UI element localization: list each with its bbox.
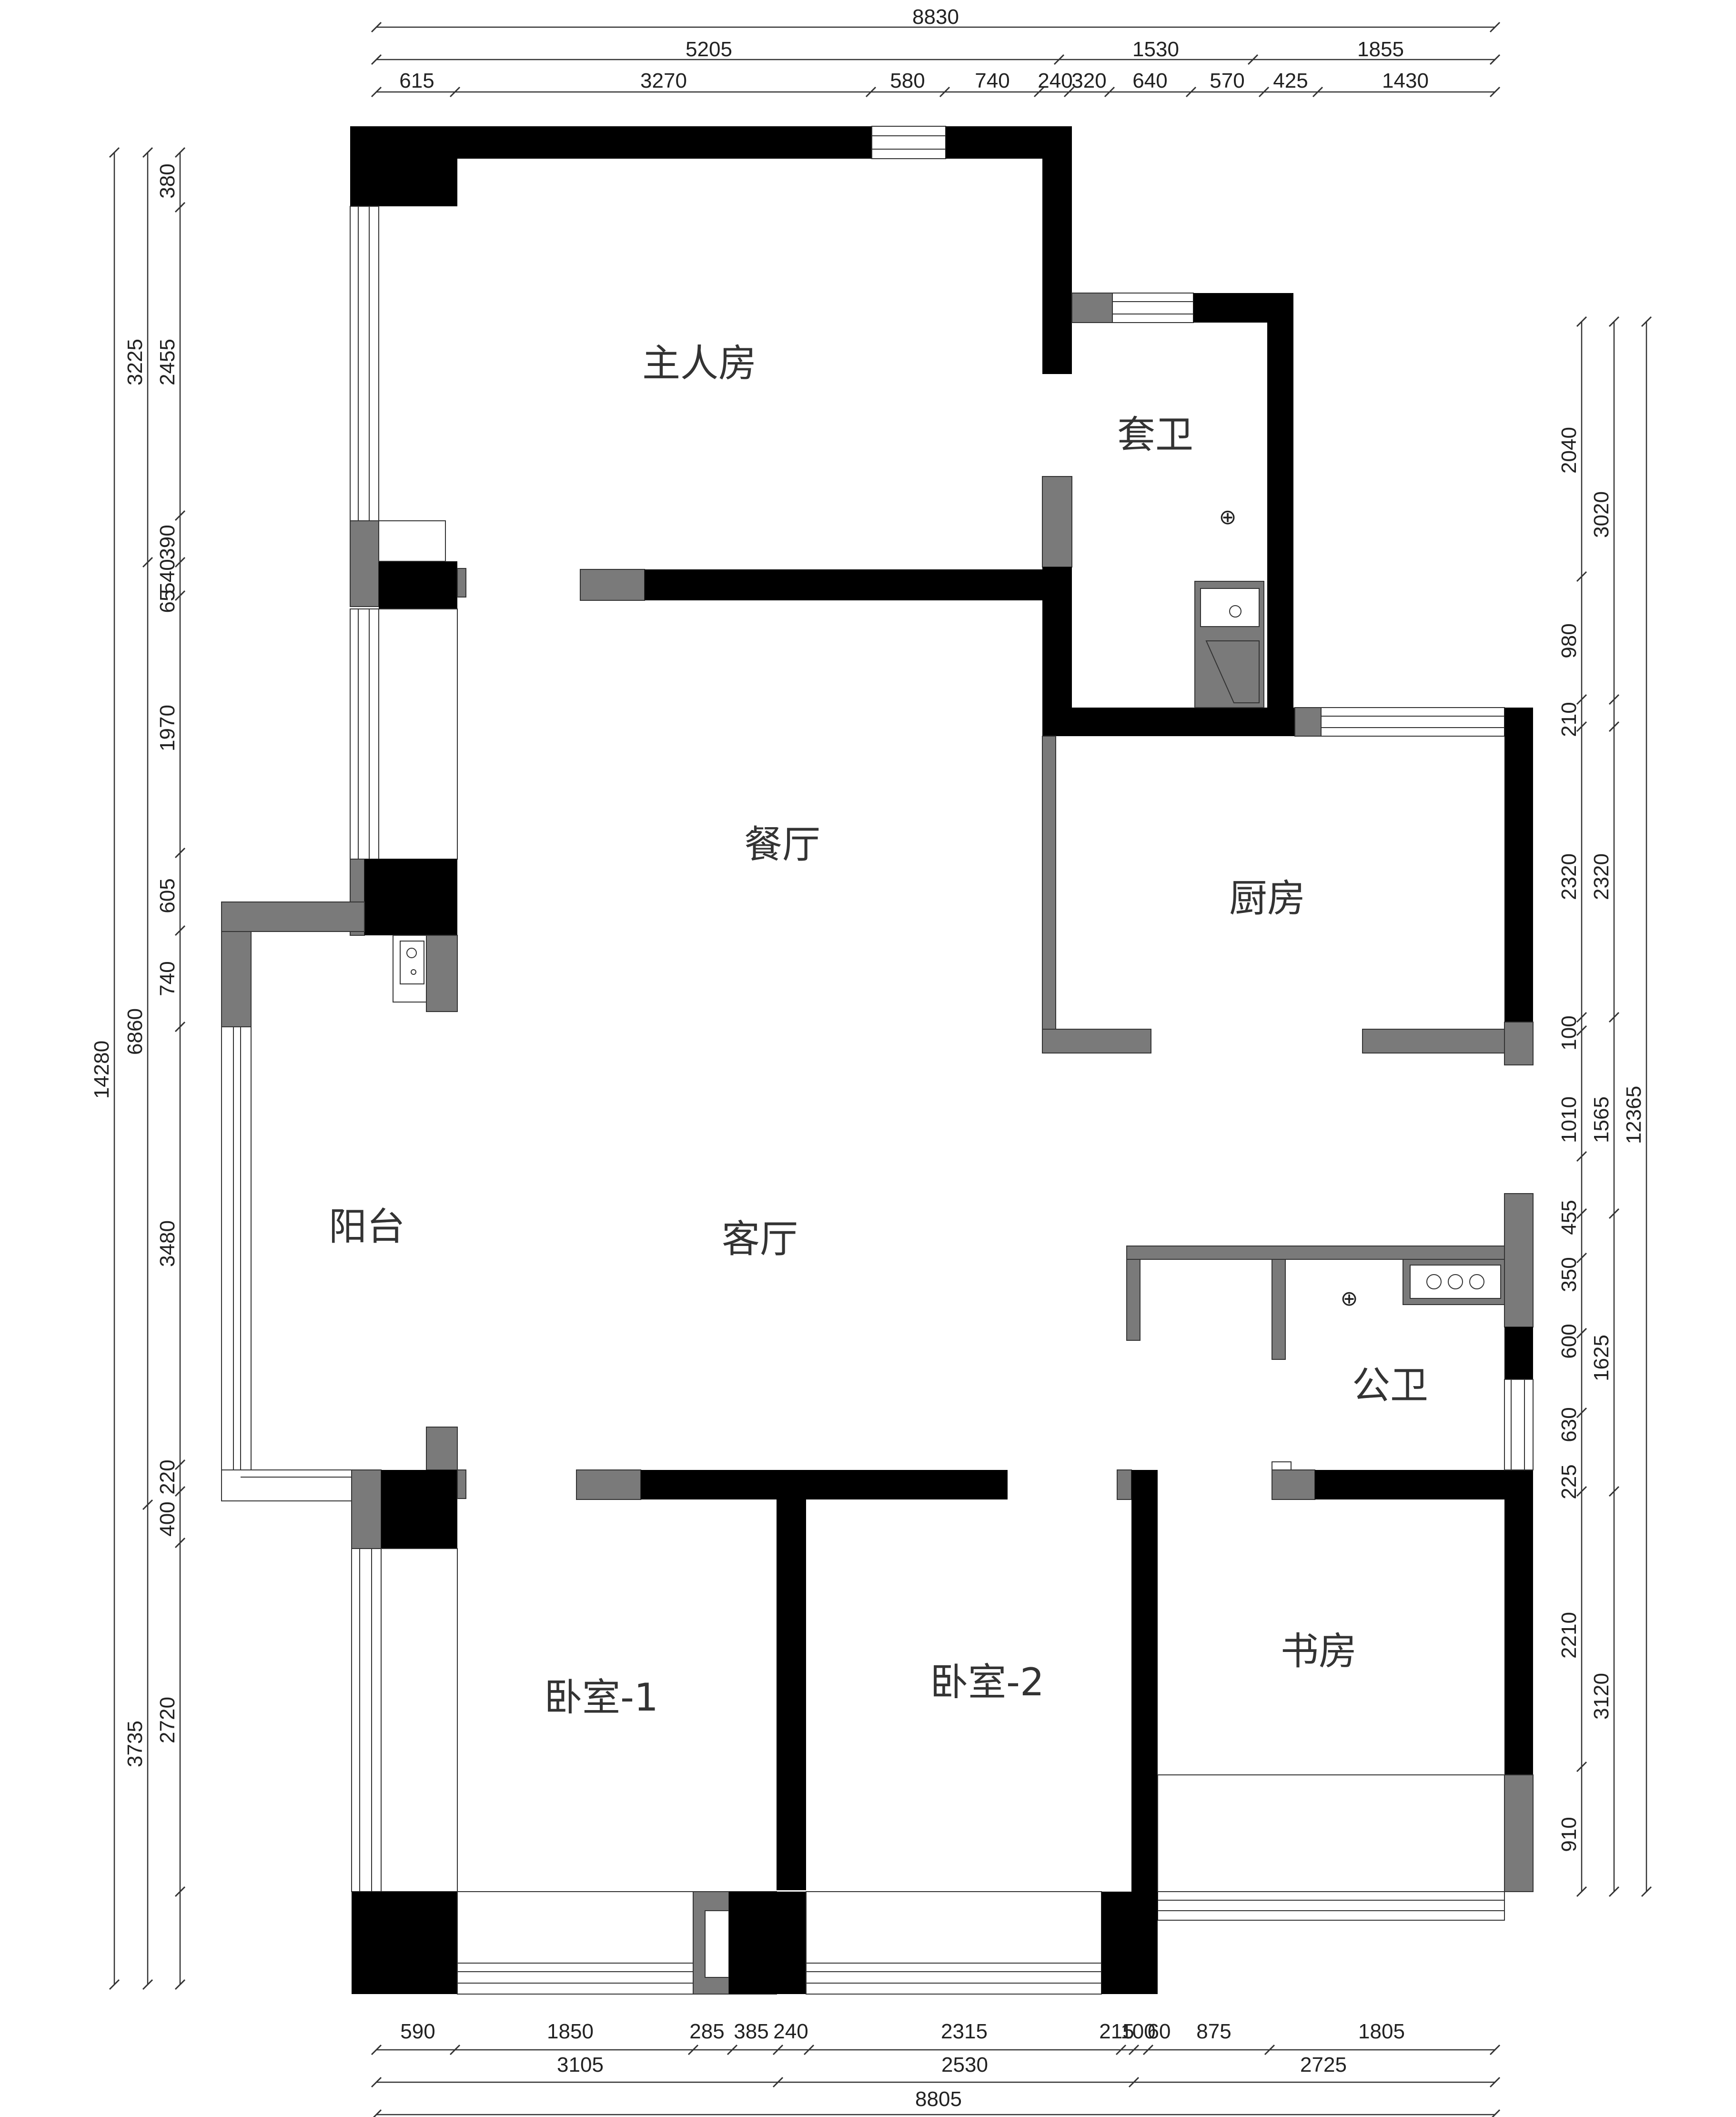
dim-top-mid-2: 1530	[1132, 38, 1179, 61]
dim-bottom-detail-5: 240	[773, 2020, 808, 2043]
room-public-bath: 公卫	[1352, 1363, 1428, 1408]
room-ensuite-bath: 套卫	[1117, 413, 1193, 457]
dim-top-detail-5: 240	[1038, 69, 1072, 92]
dim-left-inner-5: 65	[156, 590, 179, 613]
dim-right-mid-2: 2320	[1590, 853, 1613, 900]
floor-drain-icon-master: ⊕	[1219, 506, 1237, 529]
dim-bottom-detail-8: 100	[1120, 2020, 1155, 2043]
room-bedroom-1: 卧室-1	[544, 1675, 658, 1720]
room-dining: 餐厅	[744, 822, 820, 867]
dim-right-outer: 12365	[1622, 1086, 1645, 1144]
dim-right-inner-6: 1010	[1557, 1096, 1581, 1143]
dim-right-inner-11: 225	[1557, 1464, 1581, 1499]
dim-top-detail-1: 615	[399, 69, 434, 92]
dim-right-inner-3: 210	[1557, 702, 1581, 737]
dim-left-inner-8: 740	[156, 961, 179, 996]
dim-right-inner-7: 455	[1557, 1200, 1581, 1235]
room-bedroom-2: 卧室-2	[930, 1660, 1044, 1704]
dim-right-inner-4: 2320	[1557, 853, 1581, 900]
room-study: 书房	[1281, 1629, 1357, 1673]
dim-left-mid-3: 3735	[123, 1721, 147, 1767]
dim-top-mid-3: 1855	[1357, 38, 1404, 61]
dim-right-mid-5: 3120	[1590, 1673, 1613, 1720]
dim-bottom-detail-6: 2315	[941, 2020, 988, 2043]
dim-top-detail-8: 570	[1210, 69, 1244, 92]
room-living: 客厅	[722, 1217, 798, 1261]
walls	[221, 126, 1534, 1995]
dim-right-inner-9: 600	[1557, 1324, 1581, 1358]
room-kitchen: 厨房	[1229, 876, 1305, 921]
dim-right-mid-3: 1565	[1590, 1096, 1613, 1143]
fixtures: ⊕ ⊕	[400, 506, 1505, 1310]
dim-top-detail-4: 740	[975, 69, 1009, 92]
dim-left-mid-1: 3225	[123, 339, 147, 385]
dim-left-mid-2: 6860	[123, 1008, 147, 1055]
dim-left-inner-12: 2720	[156, 1697, 179, 1743]
left-dimensions: 14280 3225 6860 3735 380 2455 390 540 65…	[90, 147, 186, 1990]
bottom-dimensions: 590 1850 285 385 240 2315 215 100 60 875…	[371, 2020, 1501, 2117]
dim-top-detail-7: 640	[1132, 69, 1167, 92]
room-labels: 主人房 套卫 餐厅 厨房 阳台 客厅 公卫 书房 卧室-1 卧室-2	[329, 341, 1428, 1720]
dim-left-inner-3: 390	[156, 525, 179, 559]
dim-bottom-detail-3: 285	[689, 2020, 724, 2043]
floor-drain-icon-public: ⊕	[1341, 1287, 1358, 1310]
dim-top-detail-2: 3270	[640, 69, 687, 92]
dim-left-inner-9: 3480	[156, 1220, 179, 1267]
dim-top-detail-10: 1430	[1382, 69, 1429, 92]
dim-bottom-detail-11: 1805	[1358, 2020, 1405, 2043]
dim-left-inner-7: 605	[156, 878, 179, 913]
dim-bottom-detail-4: 385	[734, 2020, 768, 2043]
dim-right-mid-1: 3020	[1590, 491, 1613, 538]
dim-bottom-detail-2: 1850	[547, 2020, 594, 2043]
dim-top-detail-3: 580	[890, 69, 925, 92]
dim-left-inner-2: 2455	[156, 339, 179, 385]
top-dimensions: 8830 5205 1530 1855 615 3270 580 740 240…	[371, 5, 1501, 98]
dim-bottom-detail-9: 60	[1148, 2020, 1171, 2043]
dim-bottom-detail-7: 215	[1099, 2020, 1134, 2043]
room-master-bedroom: 主人房	[642, 341, 757, 385]
dim-right-inner-1: 2040	[1557, 427, 1581, 474]
right-dimensions: 2040 980 210 2320 100 1010 455 350 600 6…	[1557, 316, 1652, 1897]
dim-bottom-mid-3: 2725	[1300, 2053, 1347, 2076]
dim-right-inner-8: 350	[1557, 1257, 1581, 1292]
dim-top-mid-1: 5205	[686, 38, 732, 61]
dim-right-inner-10: 630	[1557, 1407, 1581, 1442]
dim-top-total: 8830	[912, 5, 959, 29]
dim-bottom-total: 8805	[915, 2087, 962, 2111]
dim-right-inner-2: 980	[1557, 623, 1581, 658]
dim-right-inner-5: 100	[1557, 1015, 1581, 1050]
dim-right-mid-4: 1625	[1590, 1335, 1613, 1381]
dim-left-outer: 14280	[90, 1041, 113, 1099]
room-balcony: 阳台	[329, 1205, 405, 1249]
dim-right-inner-12: 2210	[1557, 1612, 1581, 1659]
dim-bottom-mid-2: 2530	[941, 2053, 988, 2076]
dim-left-inner-4: 540	[156, 559, 179, 594]
dim-left-inner-1: 380	[156, 163, 179, 198]
dim-bottom-detail-10: 875	[1196, 2020, 1231, 2043]
dim-bottom-mid-1: 3105	[557, 2053, 604, 2076]
dim-left-inner-6: 1970	[156, 705, 179, 751]
dim-left-inner-10: 220	[156, 1459, 179, 1494]
dim-top-detail-6: 320	[1071, 69, 1106, 92]
dim-top-detail-9: 425	[1273, 69, 1308, 92]
dim-left-inner-11: 400	[156, 1501, 179, 1536]
dim-bottom-detail-1: 590	[400, 2020, 435, 2043]
dim-right-inner-13: 910	[1557, 1817, 1581, 1852]
